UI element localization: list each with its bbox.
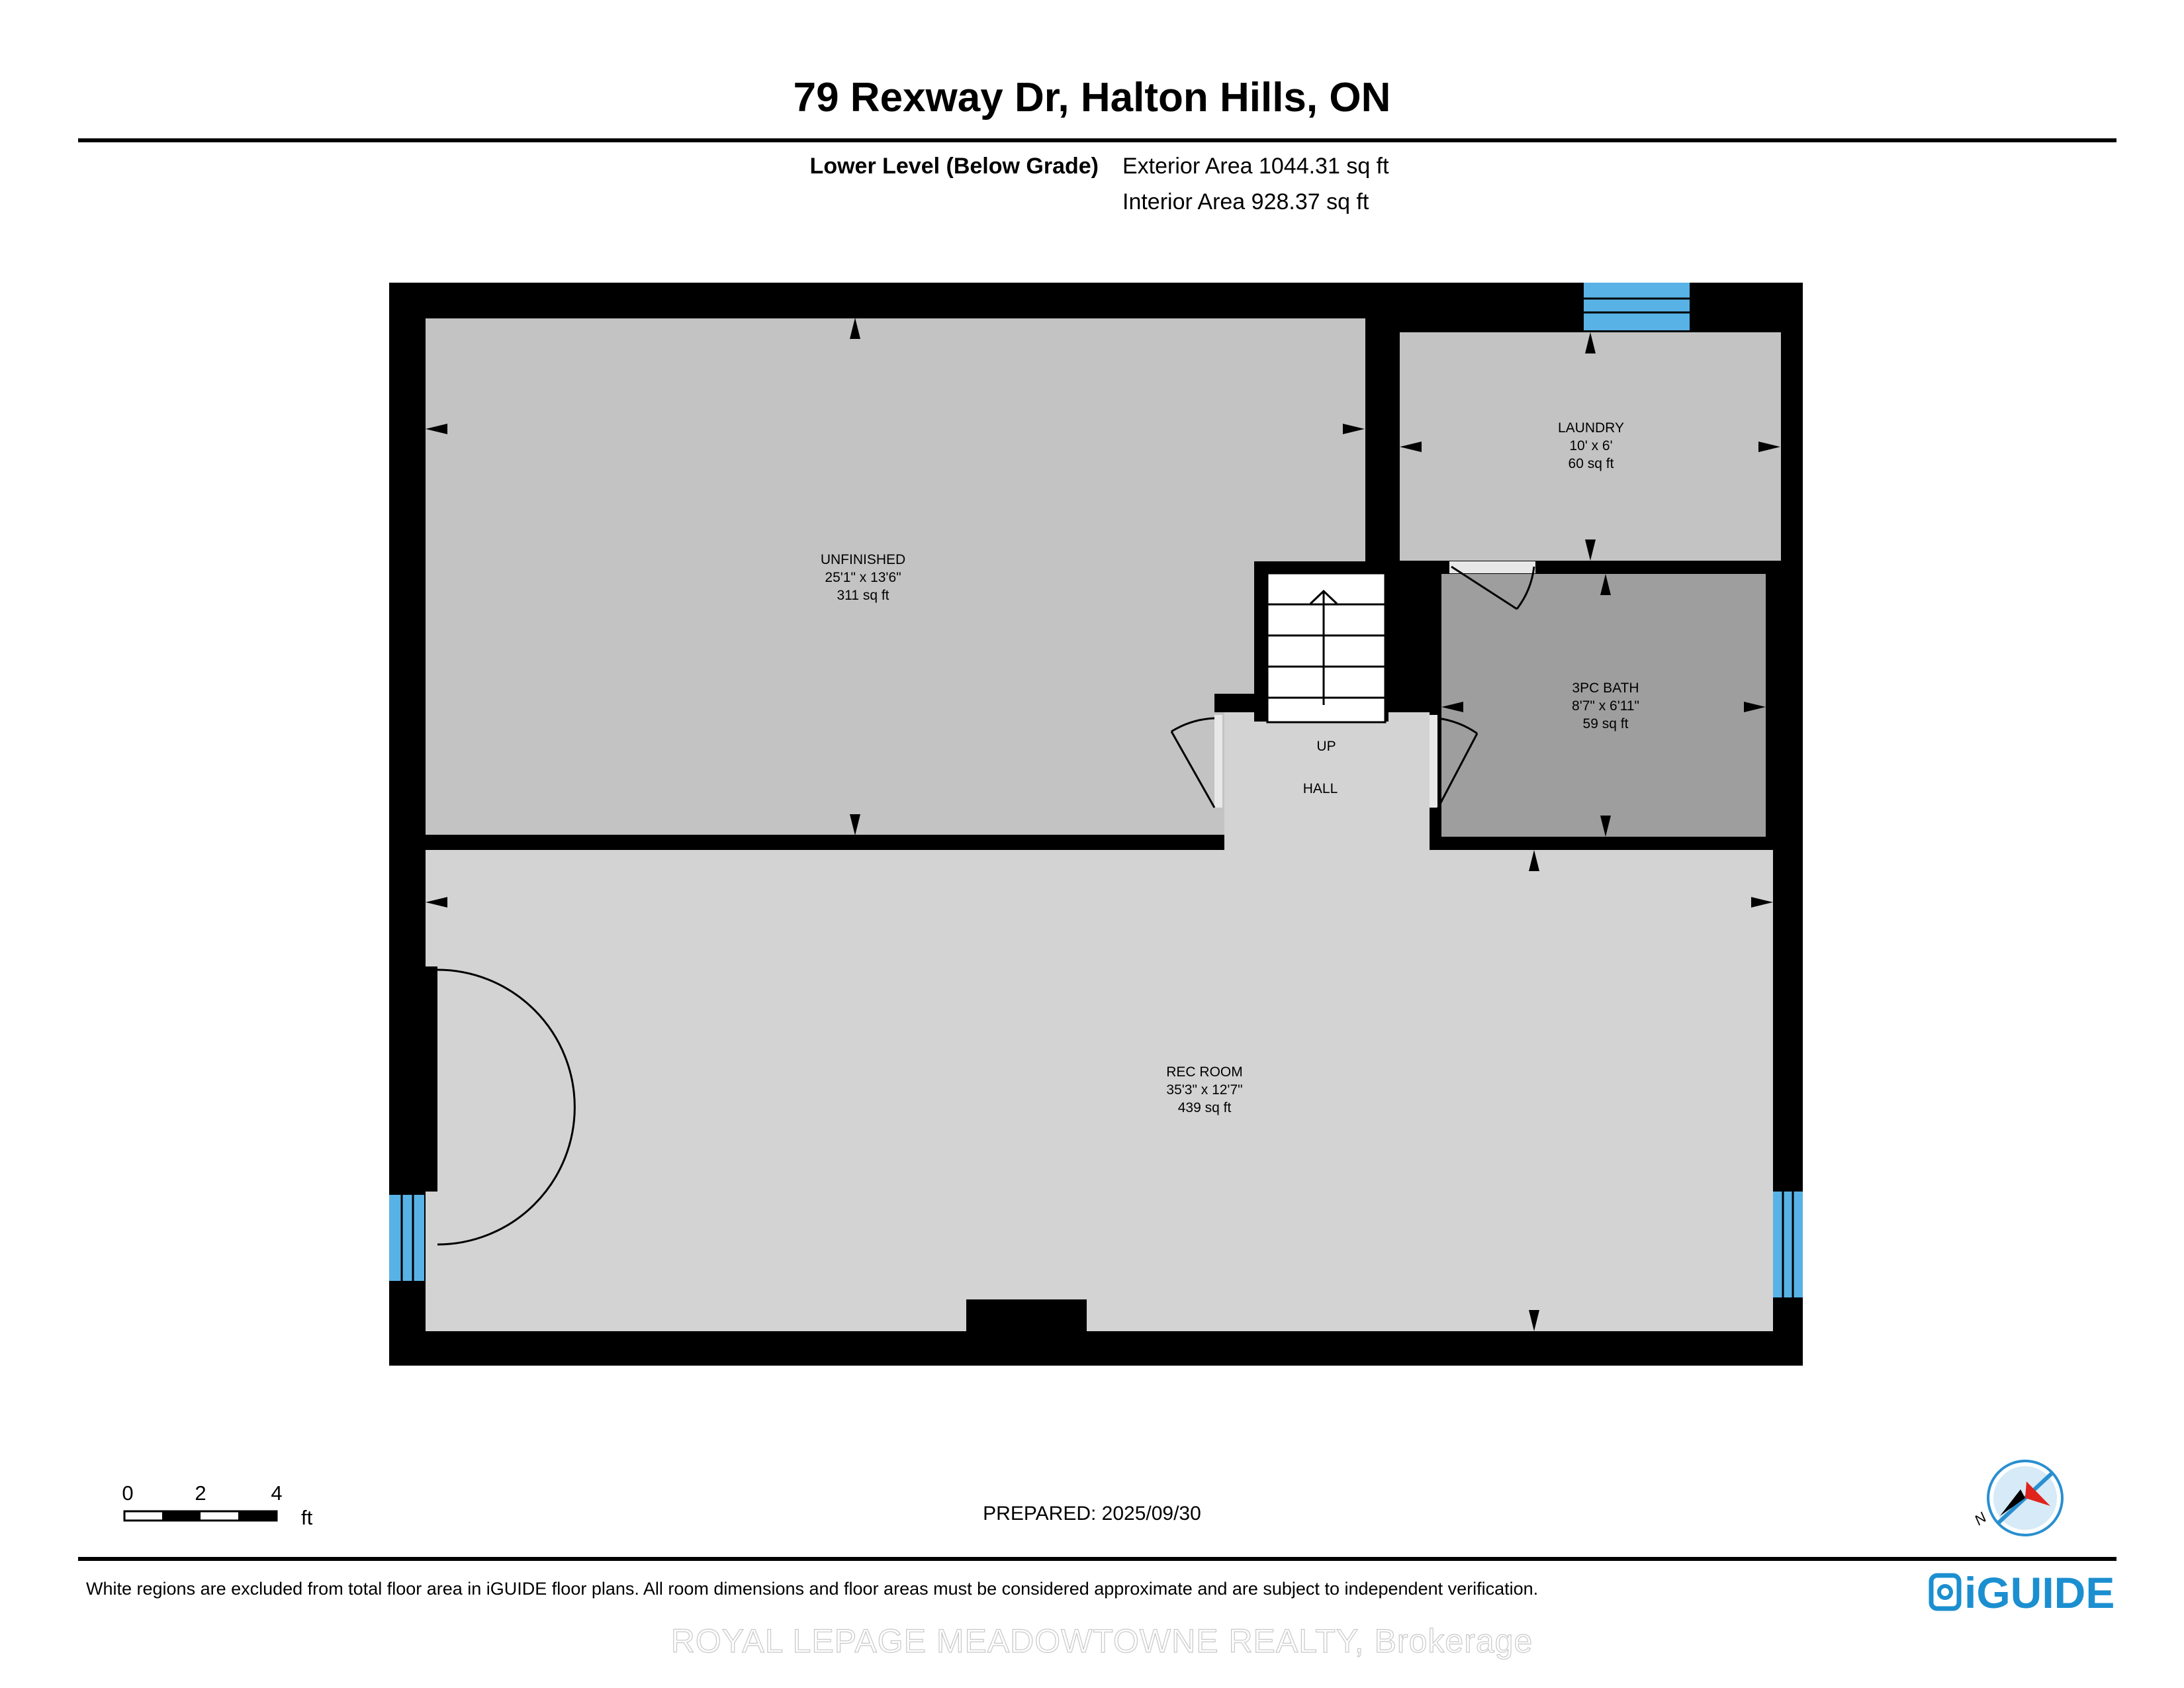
fireplace-block (966, 1299, 1087, 1333)
dim-arrow (1751, 897, 1773, 908)
dimension-markers (426, 318, 1780, 1331)
brokerage-watermark: ROYAL LEPAGE MEADOWTOWNE REALTY, Brokera… (670, 1622, 1533, 1660)
disclaimer: White regions are excluded from total fl… (86, 1579, 1539, 1599)
unfinished-area: 311 sq ft (837, 588, 889, 603)
laundry-name: LAUNDRY (1558, 420, 1624, 436)
hall-right-door (1430, 715, 1479, 810)
scale-tick-4: 4 (271, 1481, 282, 1505)
laundry-dims: 10' x 6' (1569, 438, 1612, 453)
dim-arrow (1758, 442, 1780, 452)
stairs-up-label: UP (1316, 739, 1336, 754)
room-3pc-bath (1441, 574, 1766, 837)
plan-title: 79 Rexway Dr, Halton Hills, ON (793, 75, 1391, 120)
scale-tick-0: 0 (122, 1481, 133, 1505)
iguide-logo-icon (1929, 1573, 1962, 1611)
dim-arrow (1343, 424, 1365, 434)
dim-arrow (1744, 702, 1766, 712)
bath-name: 3PC BATH (1572, 680, 1639, 696)
rec-room-door (426, 966, 576, 1246)
window-rec-right (1773, 1192, 1803, 1297)
room-unfinished (426, 318, 1365, 835)
room-laundry (1400, 332, 1781, 561)
dim-arrow (1600, 816, 1611, 837)
brand-name: iGUIDE (1964, 1568, 2115, 1617)
dim-arrow (1585, 332, 1596, 353)
scale-bar (123, 1510, 278, 1522)
dim-arrow (1529, 850, 1539, 871)
rec-dims: 35'3" x 12'7" (1166, 1082, 1242, 1098)
interior-area: Interior Area 928.37 sq ft (1122, 189, 1369, 214)
stair-wall-right (1388, 561, 1441, 712)
scale-tick-2: 2 (195, 1481, 206, 1505)
window-laundry (1584, 283, 1690, 330)
hall-left-door (1170, 715, 1222, 808)
dim-arrow (850, 814, 860, 835)
room-rec (426, 850, 1773, 1331)
dim-arrow (426, 897, 447, 908)
hall-name: HALL (1303, 781, 1338, 796)
hall-wall-left (1214, 694, 1257, 712)
unfinished-dims: 25'1" x 13'6" (825, 570, 901, 585)
header-rule (78, 138, 2116, 142)
staircase (1266, 572, 1387, 724)
dim-arrow (1529, 1310, 1539, 1331)
footer-rule (78, 1557, 2116, 1561)
room-hall (1224, 712, 1430, 861)
bath-area: 59 sq ft (1583, 716, 1629, 731)
laundry-area: 60 sq ft (1569, 456, 1614, 471)
bath-dims: 8'7" x 6'11" (1572, 698, 1639, 714)
dim-arrow (850, 318, 860, 339)
bath-door (1449, 561, 1535, 610)
dim-arrow (1400, 442, 1422, 452)
prepared-date: PREPARED: 2025/09/30 (983, 1503, 1201, 1524)
stair-direction-arrow (1309, 589, 1338, 705)
unfinished-name: UNFINISHED (821, 552, 905, 567)
exterior-area: Exterior Area 1044.31 sq ft (1122, 154, 1389, 179)
dim-arrow (1585, 539, 1596, 561)
level-name: Lower Level (Below Grade) (809, 154, 1099, 179)
dim-arrow (426, 424, 447, 434)
scale-unit: ft (301, 1506, 313, 1529)
compass-icon (1987, 1460, 2064, 1536)
window-rec-left (389, 1195, 424, 1281)
rec-name: REC ROOM (1166, 1064, 1243, 1080)
dim-arrow (1600, 574, 1611, 595)
rec-area: 439 sq ft (1178, 1100, 1232, 1115)
dim-arrow (1441, 702, 1463, 712)
stair-treads (1267, 603, 1385, 699)
